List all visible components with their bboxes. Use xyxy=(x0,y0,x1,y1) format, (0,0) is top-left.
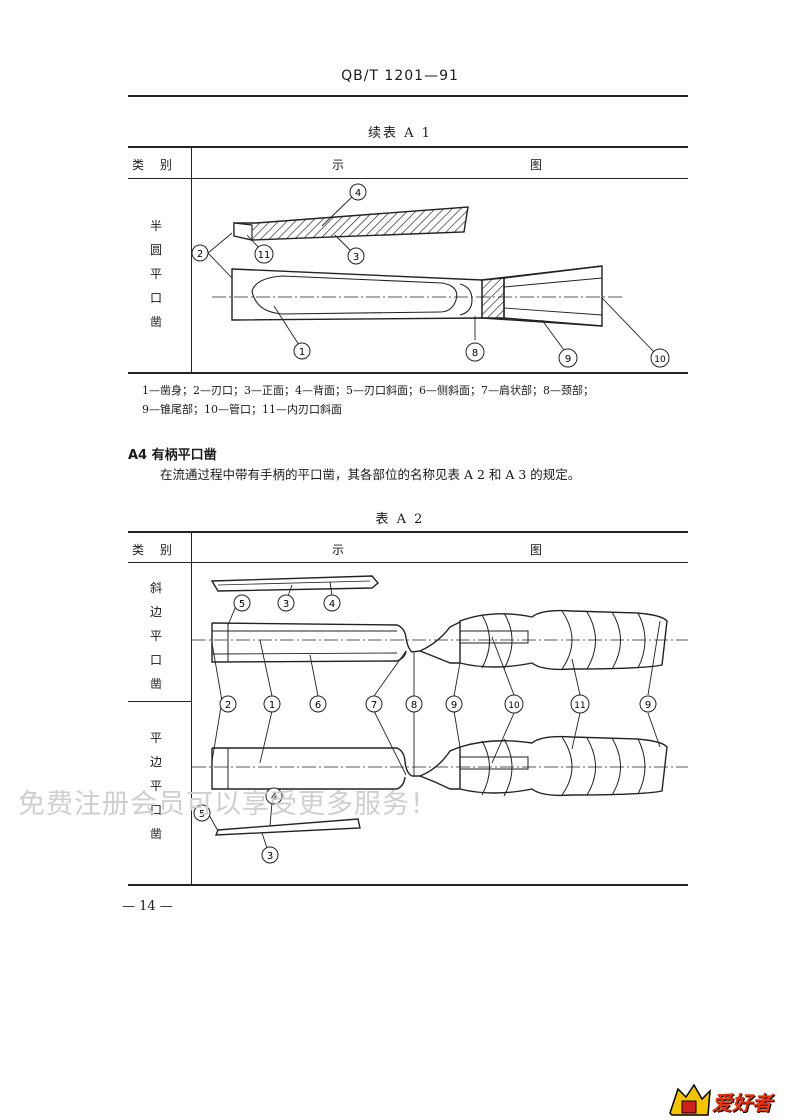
bevel-edge-profile xyxy=(210,575,379,592)
table-a1-legend-line-1: 1—凿身；2—刃口；3—正面；4—背面；5—刃口斜面；6—侧斜面；7—肩状部；8… xyxy=(142,384,594,397)
side-section-view xyxy=(233,206,469,241)
table-a1-bottom-rule xyxy=(128,372,688,374)
table-a1-col-diagram-2: 图 xyxy=(530,158,549,172)
header-rule xyxy=(128,95,688,97)
svg-text:8: 8 xyxy=(411,700,417,711)
svg-text:1: 1 xyxy=(269,700,275,711)
table-a2-bottom-rule xyxy=(128,884,688,886)
table-a2-category-2: 平边平口凿 xyxy=(149,731,162,841)
callout-9: 9 xyxy=(558,348,578,368)
table-a1-top-rule xyxy=(128,146,688,148)
svg-text:4: 4 xyxy=(329,599,335,610)
table-a2-column-divider xyxy=(191,532,192,884)
callout-3-top: 3 xyxy=(277,594,295,612)
logo-text: 爱好者 xyxy=(712,1091,772,1115)
section-a4-heading: A4 有柄平口凿 xyxy=(128,448,217,463)
table-a2-top-rule xyxy=(128,531,688,533)
callout-10: 10 xyxy=(504,694,524,714)
svg-text:3: 3 xyxy=(353,252,359,263)
svg-text:3: 3 xyxy=(267,851,273,862)
svg-text:4: 4 xyxy=(271,792,277,803)
svg-text:8: 8 xyxy=(472,348,478,359)
svg-text:9: 9 xyxy=(565,354,571,365)
callout-3-bottom: 3 xyxy=(261,846,279,864)
table-a1-legend-line-2: 9—锥尾部；10—管口；11—内刃口斜面 xyxy=(142,403,342,416)
table-a1-column-divider xyxy=(191,147,192,372)
table-a1-col-category: 类 别 xyxy=(132,158,178,172)
callout-9: 9 xyxy=(445,695,463,713)
svg-text:2: 2 xyxy=(197,249,203,260)
svg-text:3: 3 xyxy=(283,599,289,610)
callout-4-bottom: 4 xyxy=(265,787,283,805)
callout-6: 6 xyxy=(309,695,327,713)
svg-text:5: 5 xyxy=(199,809,205,820)
svg-text:10: 10 xyxy=(508,701,520,711)
callout-9-right: 9 xyxy=(639,695,657,713)
table-a2-category-divider xyxy=(128,701,191,702)
callout-2: 2 xyxy=(192,244,209,262)
svg-text:9: 9 xyxy=(645,700,651,711)
table-a2-col-diagram-2: 图 xyxy=(530,543,549,557)
callout-5-top: 5 xyxy=(233,594,251,612)
page-number: — 14 — xyxy=(122,899,173,914)
table-a1-col-diagram-1: 示 xyxy=(332,158,351,172)
callout-7: 7 xyxy=(365,695,383,713)
callout-2: 2 xyxy=(219,695,237,713)
svg-text:1: 1 xyxy=(299,347,305,358)
table-a2-col-diagram-1: 示 xyxy=(332,543,351,557)
logo-emblem-icon xyxy=(669,1083,711,1116)
table-a2-category-1: 斜边平口凿 xyxy=(149,581,162,691)
svg-text:7: 7 xyxy=(371,700,377,711)
table-a1-caption: 续表 A 1 xyxy=(368,126,432,141)
callout-4-top: 4 xyxy=(323,594,341,612)
callout-11: 11 xyxy=(254,244,274,264)
svg-text:2: 2 xyxy=(225,700,231,711)
watermark-text: 免费注册会员可以享受更多服务！ xyxy=(18,789,438,820)
callout-5-bottom: 5 xyxy=(193,804,211,822)
table-a1-category-label: 半圆平口凿 xyxy=(149,219,162,329)
leader-lines xyxy=(207,195,655,353)
table-a2-caption: 表 A 2 xyxy=(375,512,425,527)
callout-3: 3 xyxy=(347,247,365,265)
document-code: QB/T 1201—91 xyxy=(341,68,459,84)
half-round-chisel-diagram: 4 2 11 3 1 8 9 10 xyxy=(192,183,670,368)
table-a2-header-rule xyxy=(128,562,688,563)
callout-8: 8 xyxy=(465,342,485,362)
svg-text:5: 5 xyxy=(239,599,245,610)
callout-11: 11 xyxy=(570,694,590,714)
callout-1: 1 xyxy=(293,342,311,360)
table-a2-col-category: 类 别 xyxy=(132,543,178,557)
svg-text:9: 9 xyxy=(451,700,457,711)
callout-1: 1 xyxy=(263,695,281,713)
callout-8: 8 xyxy=(405,695,423,713)
svg-text:4: 4 xyxy=(355,188,361,199)
bevel-edge-chisel xyxy=(192,609,688,671)
table-a1-header-rule xyxy=(128,178,688,179)
svg-text:6: 6 xyxy=(315,700,321,711)
flat-edge-profile xyxy=(214,818,361,836)
svg-text:10: 10 xyxy=(654,355,666,365)
callout-4: 4 xyxy=(349,183,367,201)
top-view xyxy=(212,265,622,327)
svg-text:11: 11 xyxy=(258,250,271,261)
section-a4-paragraph: 在流通过程中带有手柄的平口凿，其各部位的名称见表 A 2 和 A 3 的规定。 xyxy=(160,467,581,482)
svg-text:11: 11 xyxy=(574,701,585,711)
flat-edge-chisel xyxy=(192,735,688,797)
leader-lines-a2 xyxy=(207,581,661,852)
callout-10: 10 xyxy=(650,348,670,368)
site-logo: 爱好者 xyxy=(668,1083,796,1117)
handled-chisel-diagram: 5 3 4 2 1 6 7 8 9 10 11 9 5 4 3 xyxy=(192,575,688,864)
